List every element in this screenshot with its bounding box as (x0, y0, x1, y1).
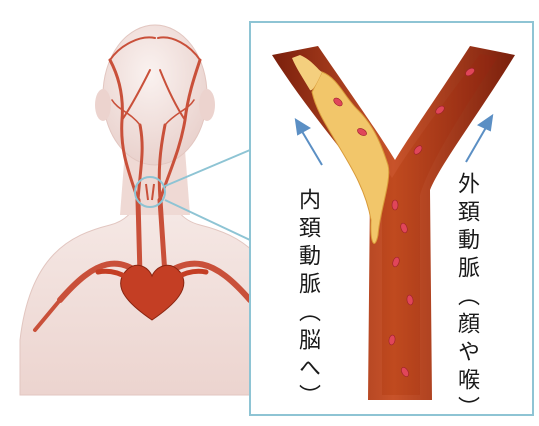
head-shape (103, 25, 207, 165)
external-carotid-label: 外頚動脈（顔や喉） (455, 172, 477, 424)
right-ear (199, 89, 215, 121)
internal-carotid-label: 内頚動脈（脳へ） (296, 188, 318, 412)
left-ear (95, 89, 111, 121)
